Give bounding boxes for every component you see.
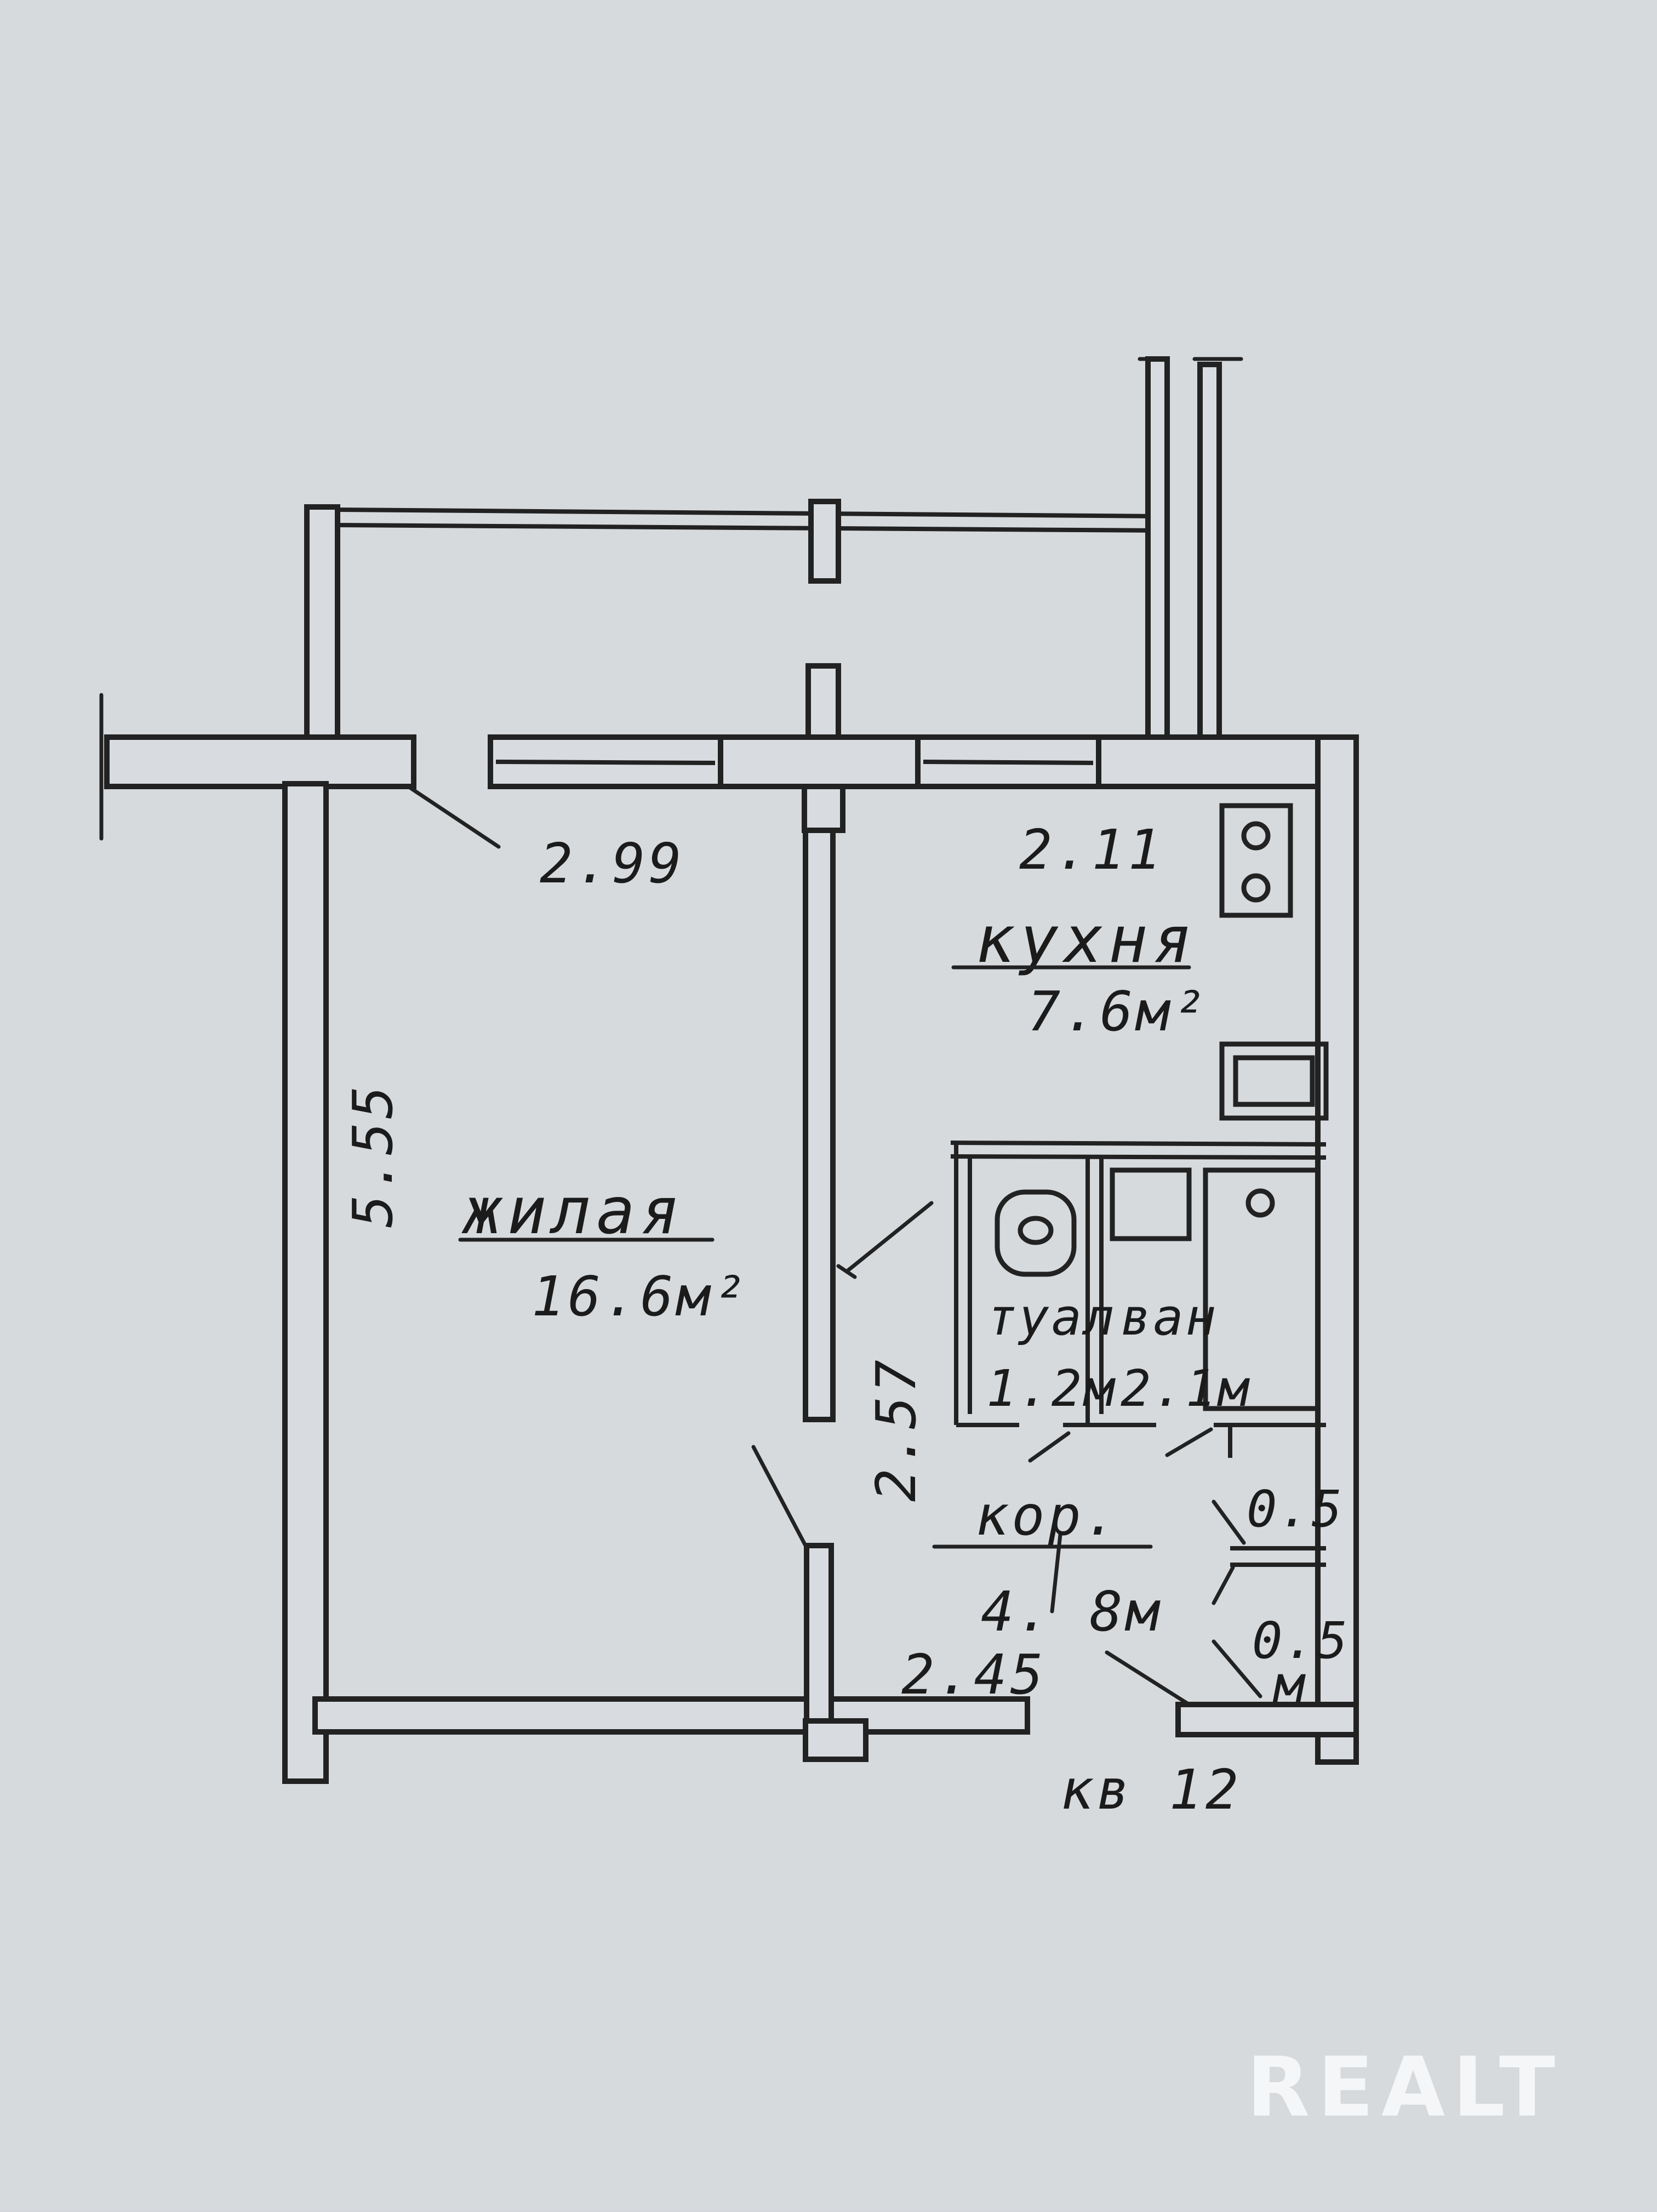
wc-block-top-inner (950, 1154, 1327, 1160)
bathtub-icon (1203, 1167, 1321, 1411)
closet2-door-swing (1212, 1639, 1262, 1698)
kitchen-door-tick (836, 1264, 857, 1279)
kitchen-name: кухня (975, 902, 1197, 977)
kitchen-window-glass (923, 760, 1094, 765)
toilet-area: 1.2м (986, 1359, 1117, 1418)
toilet-name: туал (986, 1288, 1117, 1347)
kitchen-sink-icon (1219, 1041, 1329, 1121)
bathtub-drain-icon (1245, 1188, 1275, 1218)
interior-walls (802, 784, 1327, 1724)
watermark-logo: REALT (1247, 2040, 1563, 2135)
bottom-wall-jamb (803, 1718, 869, 1762)
dim-kitchen-width: 2.11 (1019, 818, 1164, 882)
closet1-area: 0.5 (1247, 1480, 1344, 1538)
kitchen-area: 7.6м² (1027, 979, 1209, 1044)
living-kitchen-partition (803, 828, 836, 1422)
bottom-wall-left (312, 1696, 1030, 1735)
balcony-right-wall-a (1145, 356, 1170, 745)
dim-entrance-width: 2.45 (901, 1643, 1047, 1707)
dim-living-depth: 5.55 (341, 1082, 405, 1228)
living-window-glass (495, 760, 716, 765)
dim-living-width: 2.99 (540, 831, 685, 896)
closet2-unit: м (1272, 1655, 1306, 1714)
fixtures (995, 803, 1329, 1411)
toilet-icon (995, 1189, 1077, 1277)
balcony-door-swing (406, 784, 501, 849)
balcony-post (808, 499, 841, 584)
closet1b-door-swing (1212, 1565, 1235, 1605)
left-neighbor-wall (104, 734, 416, 789)
balcony-right-wall-b (1197, 362, 1222, 745)
room-labels: кухня 7.6м² жилая 16.6м² туал 1.2м ван 2… (458, 902, 1350, 1714)
stove-icon (1219, 803, 1293, 918)
balcony-left-wall (304, 504, 340, 751)
partition-head (802, 784, 845, 833)
bottom-wall-right (1175, 1702, 1359, 1737)
apartment-label: кв 12 (1060, 1758, 1242, 1822)
balcony-rail-top (337, 508, 1162, 518)
wc-block-top (950, 1141, 1327, 1147)
balcony-rail-bottom (337, 523, 1162, 533)
living-area: 16.6м² (532, 1264, 749, 1329)
bath-area: 2.1м (1121, 1359, 1251, 1418)
corridor-name: кор. (975, 1484, 1121, 1548)
entrance-door-swing (1105, 1650, 1191, 1707)
central-pier-top (805, 663, 841, 740)
bath-name: ван (1121, 1288, 1218, 1347)
washbasin-icon (1110, 1167, 1192, 1241)
toilet-bowl-icon (1018, 1216, 1054, 1245)
stove-burner-icon (1241, 821, 1271, 851)
toilet-door-swing (1028, 1431, 1071, 1463)
corridor-area: 4. 8м (981, 1580, 1162, 1644)
stove-burner-icon (1241, 873, 1271, 903)
exterior-walls (99, 663, 1359, 1784)
dimension-labels: 2.99 2.11 5.55 2.57 2.45 (341, 818, 1164, 1707)
central-pier (718, 734, 921, 789)
closet1-door-swing (1212, 1500, 1246, 1545)
dim-corridor-length: 2.57 (864, 1356, 928, 1502)
kitchen-door-swing (844, 1201, 934, 1274)
right-outer-wall (1315, 734, 1359, 1765)
living-corridor-partition (804, 1543, 834, 1724)
balcony (304, 356, 1243, 751)
left-outer-wall (282, 781, 329, 1784)
living-door-swing (751, 1445, 808, 1548)
bath-door-swing (1165, 1427, 1213, 1457)
kitchen-sink-basin-icon (1233, 1055, 1315, 1107)
closet2-area: 0.5 (1252, 1611, 1350, 1670)
kitchen-top-wall (1096, 734, 1359, 789)
living-name: жилая (461, 1173, 685, 1248)
